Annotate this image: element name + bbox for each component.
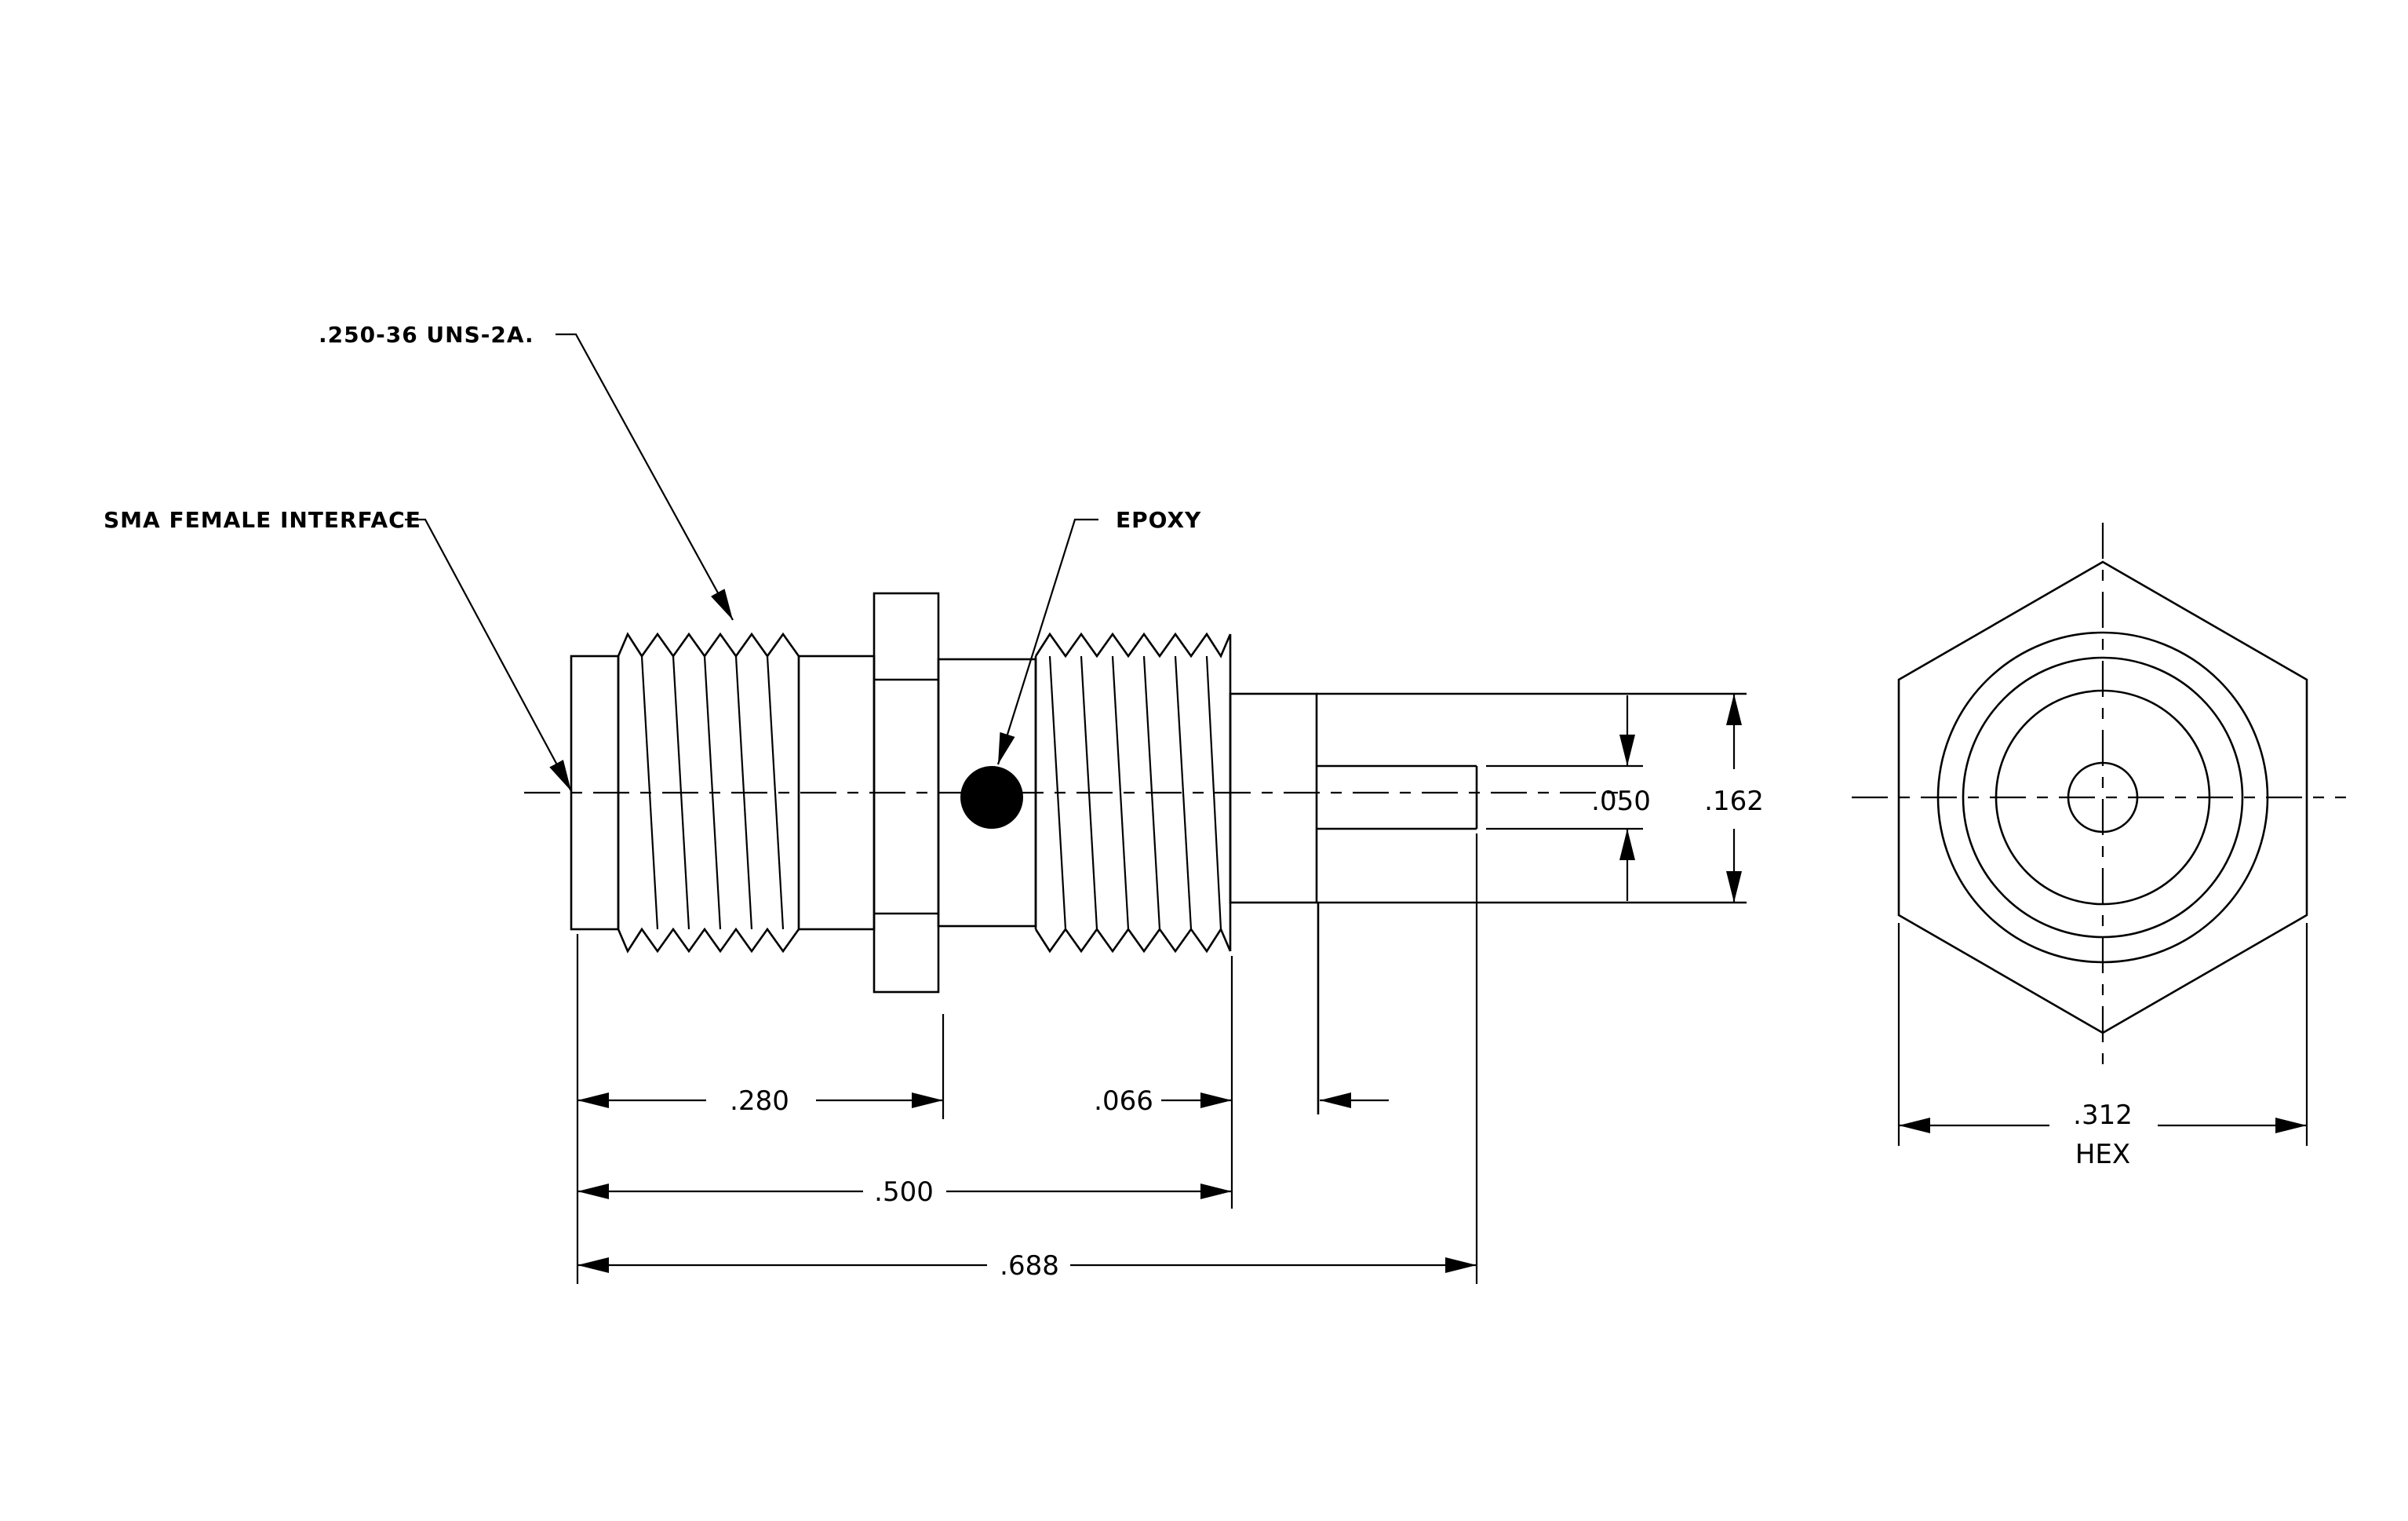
thread-spec-label: .250-36 UNS-2A. xyxy=(319,322,534,348)
dim-body-diameter: .162 xyxy=(1704,694,1764,903)
dim-688-text: .688 xyxy=(1000,1250,1059,1282)
pin-circle xyxy=(2067,761,2139,833)
leader-thread-spec: .250-36 UNS-2A. xyxy=(319,322,734,621)
dim-500: .500 xyxy=(577,1176,1232,1208)
hex-outline xyxy=(1897,560,2308,1034)
rear-body xyxy=(1229,692,1318,904)
hex-label-text: HEX xyxy=(2075,1139,2130,1170)
dim-pin-diameter: .050 xyxy=(1591,695,1651,901)
epoxy-dot xyxy=(960,766,1023,829)
epoxy-label: EPOXY xyxy=(1116,507,1201,533)
dim-312-text: .312 xyxy=(2073,1100,2133,1131)
interface-label: SMA FEMALE INTERFACE xyxy=(104,507,421,533)
dim-066-text: .066 xyxy=(1094,1085,1153,1117)
leader-epoxy: EPOXY xyxy=(996,507,1201,765)
end-view: .312 HEX xyxy=(1852,523,2346,1170)
dim-280: .280 xyxy=(577,1085,943,1117)
center-pin xyxy=(1317,764,1478,1114)
dim-280-text: .280 xyxy=(730,1085,789,1117)
outer-ring xyxy=(1936,631,2269,964)
dim-hex: .312 HEX xyxy=(1899,1100,2307,1170)
dim-050-text: .050 xyxy=(1591,786,1651,817)
leader-interface: SMA FEMALE INTERFACE xyxy=(104,507,572,792)
dim-688: .688 xyxy=(577,1250,1477,1282)
dim-162-text: .162 xyxy=(1704,786,1764,817)
ring-2 xyxy=(1962,656,2244,939)
dim-066: .066 xyxy=(1094,1085,1389,1117)
ring-3 xyxy=(1995,689,2211,906)
dim-500-text: .500 xyxy=(874,1176,934,1208)
side-view: .050 .162 .280 .066 .500 xyxy=(104,322,1764,1284)
